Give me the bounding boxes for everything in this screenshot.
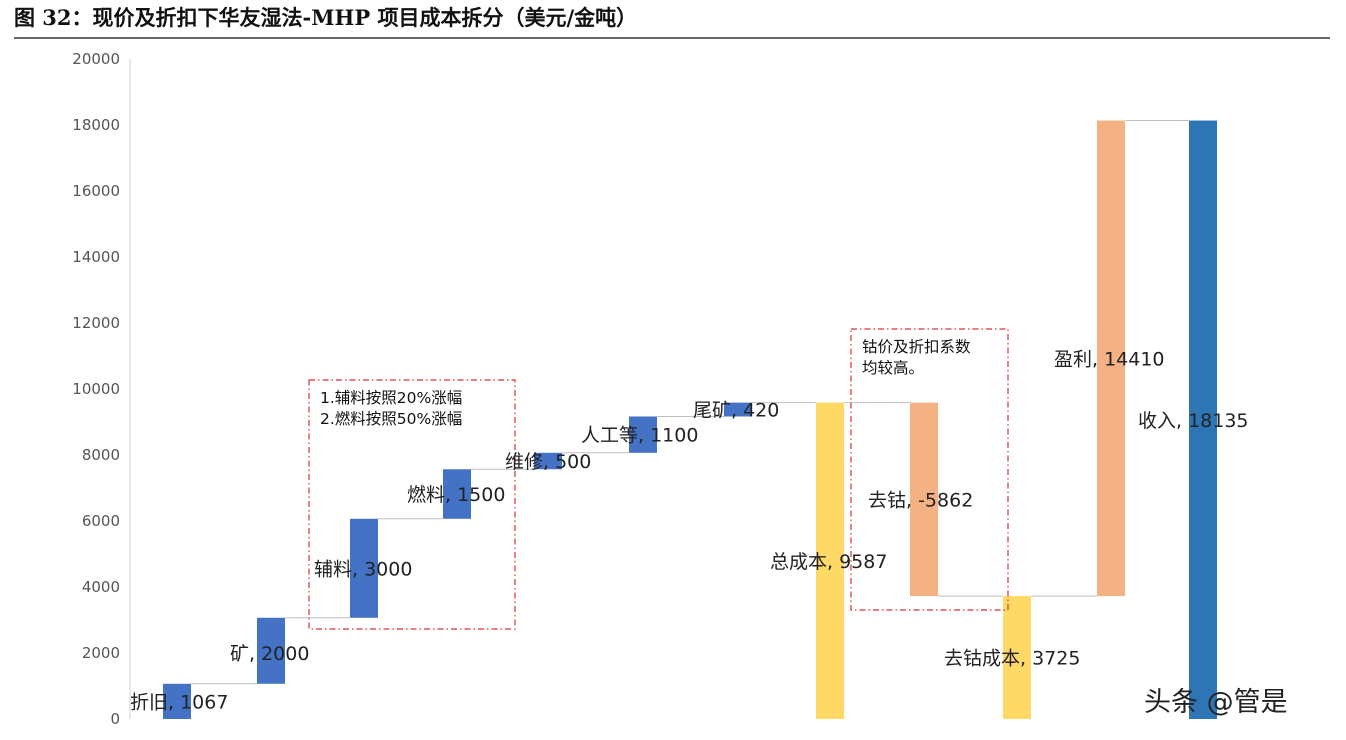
y-tick-label: 8000	[82, 446, 120, 464]
y-tick-label: 12000	[72, 314, 120, 332]
bar	[1189, 120, 1217, 720]
annotation-box	[850, 328, 1009, 611]
annotation-text: 钴价及折扣系数	[862, 338, 971, 356]
bar-data-label: 收入, 18135	[1138, 410, 1249, 432]
bar	[1003, 596, 1031, 719]
annotation-text: 1.辅料按照20%涨幅	[320, 389, 462, 407]
connectors	[191, 120, 1189, 685]
y-tick-label: 10000	[72, 380, 120, 398]
annotation-text: 均较高。	[862, 359, 924, 377]
bar-data-label: 燃料, 1500	[407, 484, 505, 506]
y-tick-label: 16000	[72, 182, 120, 200]
y-tick-label: 6000	[82, 512, 120, 530]
bar-data-label: 辅料, 3000	[314, 558, 412, 580]
bar	[534, 452, 562, 470]
annotation-text: 2.燃料按照50%涨幅	[320, 410, 462, 428]
bar-data-label: 去钴, -5862	[868, 489, 973, 511]
bar-data-label: 总成本, 9587	[770, 551, 887, 573]
y-axis: 0 2000 4000 6000 8000 10000 12000 14000 16000 180…	[72, 50, 131, 728]
bar-data-label: 折旧, 1067	[130, 691, 228, 713]
bar-data-label: 人工等, 1100	[581, 425, 698, 447]
bar	[629, 416, 657, 453]
y-tick-label: 14000	[72, 248, 120, 266]
bar-data-label: 维修, 500	[505, 451, 591, 473]
watermark: 头条 @管是	[1144, 687, 1288, 718]
bar	[724, 402, 752, 417]
bars	[163, 120, 1217, 720]
bar	[163, 683, 191, 719]
annotation-box	[308, 379, 516, 630]
bar-data-label: 去钴成本, 3725	[944, 648, 1080, 670]
bar-data-label: 矿, 2000	[230, 643, 309, 665]
bar-data-label: 尾矿, 420	[693, 400, 779, 422]
bar	[816, 402, 844, 719]
y-tick-label: 0	[110, 710, 120, 728]
figure-title: 图 32：现价及折扣下华友湿法-MHP 项目成本拆分（美元/金吨）	[14, 5, 637, 30]
bar	[910, 402, 938, 597]
bar	[443, 469, 471, 519]
bar	[257, 617, 285, 684]
bar	[1097, 120, 1125, 597]
y-tick-label: 18000	[72, 116, 120, 134]
y-tick-label: 20000	[72, 50, 120, 68]
y-tick-label: 4000	[82, 578, 120, 596]
bar	[350, 518, 378, 618]
bar-data-label: 盈利, 14410	[1054, 349, 1165, 371]
y-tick-label: 2000	[82, 644, 120, 662]
